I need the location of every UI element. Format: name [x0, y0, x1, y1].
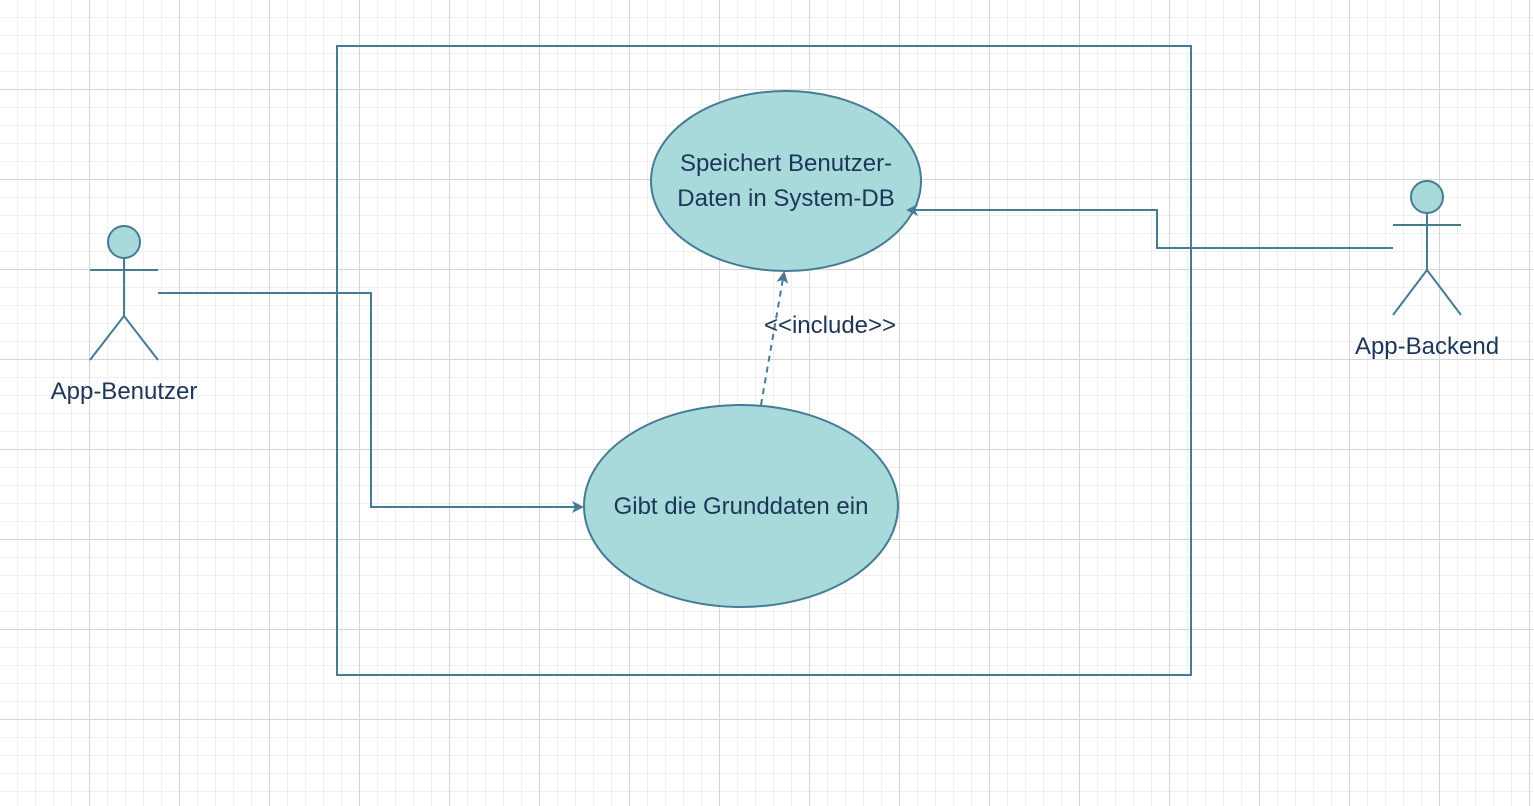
stick-figure-icon — [89, 225, 159, 361]
actor-label: App-Backend — [1355, 333, 1499, 360]
association-app-backend-store-data[interactable] — [906, 204, 1393, 249]
actor-app-user[interactable]: App-Benutzer — [51, 225, 198, 405]
stick-figure-icon — [1392, 180, 1462, 316]
include-relation[interactable]: <<include>> — [760, 271, 896, 406]
use-case-label-line-1: Speichert Benutzer- — [680, 150, 892, 177]
use-case-label-line-2: Daten in System-DB — [677, 185, 894, 212]
include-connector — [760, 271, 789, 406]
use-case-ellipse — [583, 404, 899, 608]
actor-app-backend[interactable]: App-Backend — [1355, 180, 1499, 360]
include-stereotype-label: <<include>> — [764, 312, 896, 339]
use-case-label: Gibt die Grunddaten ein — [614, 493, 869, 520]
actor-label: App-Benutzer — [51, 378, 198, 405]
use-case-ellipse — [650, 90, 922, 272]
system-boundary[interactable] — [336, 45, 1192, 676]
use-case-store-user-data[interactable]: Speichert Benutzer- Daten in System-DB — [650, 90, 922, 272]
association-app-user-enter-data[interactable] — [158, 292, 584, 513]
use-case-enter-basic-data[interactable]: Gibt die Grunddaten ein — [583, 404, 899, 608]
